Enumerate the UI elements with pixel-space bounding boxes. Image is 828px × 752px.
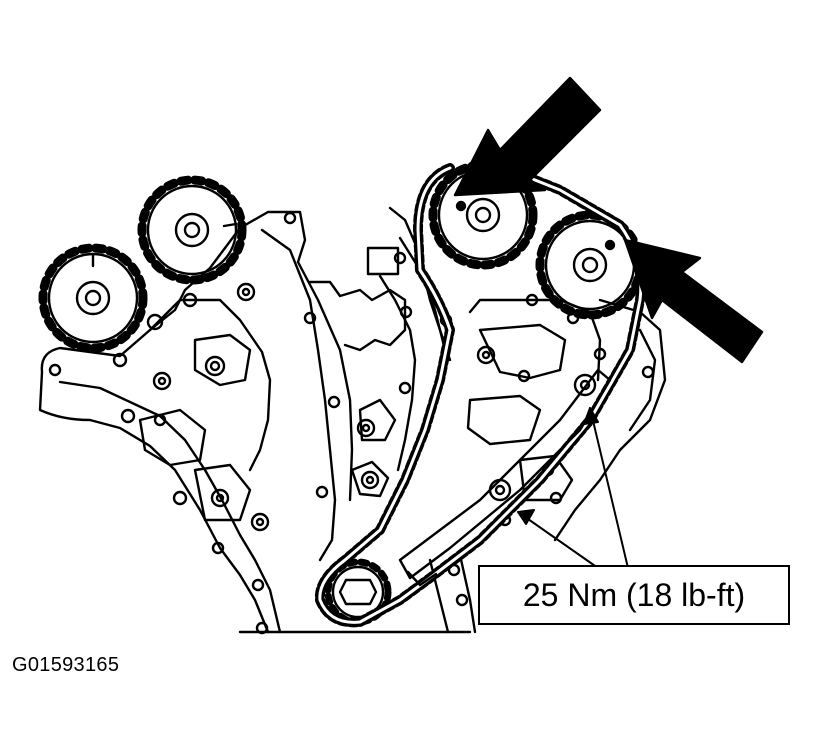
figure-id: G01593165 (12, 654, 120, 676)
engine-block-outline (38, 206, 667, 634)
block-fasteners (48, 211, 655, 635)
left-inner-camshaft-sprocket (137, 175, 247, 285)
timing-mark-arrow-upper (453, 76, 602, 197)
torque-callout-label: 25 Nm (18 lb-ft) (478, 565, 790, 625)
guide-bolt-upper (573, 373, 597, 397)
guide-bolt-lower (488, 478, 512, 502)
chain-tensioner-arm (398, 368, 612, 587)
callout-leader-lines (517, 407, 629, 569)
left-outer-camshaft-sprocket (38, 243, 148, 353)
timing-mark-arrow-lower (623, 238, 764, 364)
timing-chain (314, 163, 646, 628)
